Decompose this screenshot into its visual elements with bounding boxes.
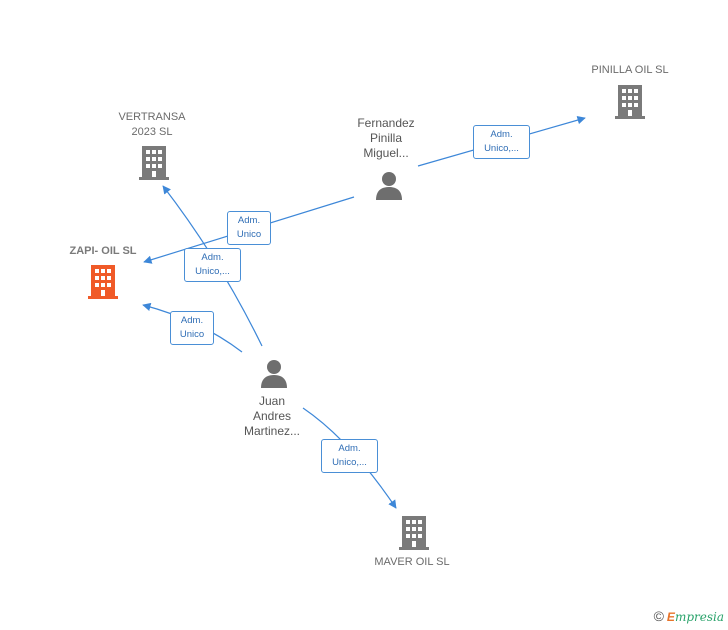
edge-label-line1: Adm. [338, 443, 361, 454]
brand-name: mpresia [674, 610, 724, 624]
copyright-icon: © [653, 608, 664, 624]
fernandez-label-line3: Miguel... [363, 146, 409, 160]
pinilla-oil-label[interactable]: PINILLA OIL SL [591, 64, 669, 76]
juan-label-line1: Juan [258, 394, 286, 408]
fernandez-label-line1: Fernandez [357, 116, 415, 130]
edge-label-line2: Unico,... [332, 457, 367, 468]
edge-label-line1: Adm. [237, 215, 261, 226]
edge-label-juan-vertransa[interactable]: Adm. Unico,... [184, 248, 241, 282]
empresia-watermark: ©Empresia [654, 608, 724, 624]
fernandez-label-line2: Pinilla [369, 131, 402, 145]
juan-label[interactable]: Juan Andres Martinez... [222, 394, 322, 439]
juan-person-icon[interactable] [261, 360, 287, 388]
fernandez-person-icon[interactable] [376, 172, 402, 200]
juan-label-line2: Andres [252, 409, 292, 423]
edge-label-line1: Adm. [201, 252, 224, 263]
zapi-oil-building-icon[interactable] [88, 265, 118, 299]
vertransa-label-line2: 2023 SL [131, 126, 173, 138]
maver-oil-building-icon[interactable] [399, 516, 429, 550]
brand-initial: E [666, 610, 675, 624]
edge-label-line1: Adm. [490, 129, 513, 140]
zapi-oil-label[interactable]: ZAPI- OIL SL [69, 245, 137, 257]
edge-label-fernandez-zapi[interactable]: Adm. Unico [227, 211, 271, 245]
edge-label-line2: Unico,... [484, 143, 519, 154]
edge-label-line2: Unico,... [195, 266, 230, 277]
edge-label-juan-zapi[interactable]: Adm. Unico [170, 311, 214, 345]
vertransa-building-icon[interactable] [139, 146, 169, 180]
edge-label-fernandez-pinilla[interactable]: Adm. Unico,... [473, 125, 530, 159]
pinilla-oil-building-icon[interactable] [615, 85, 645, 119]
vertransa-label[interactable]: VERTRANSA 2023 SL [102, 110, 202, 140]
juan-label-line3: Martinez... [243, 424, 300, 438]
edge-label-line2: Unico [236, 229, 262, 240]
fernandez-label[interactable]: Fernandez Pinilla Miguel... [336, 116, 436, 161]
vertransa-label-line1: VERTRANSA [118, 111, 186, 123]
maver-oil-label[interactable]: MAVER OIL SL [374, 556, 450, 568]
edge-label-line1: Adm. [180, 315, 204, 326]
edge-label-juan-maver[interactable]: Adm. Unico,... [321, 439, 378, 473]
edge-label-line2: Unico [179, 329, 205, 340]
